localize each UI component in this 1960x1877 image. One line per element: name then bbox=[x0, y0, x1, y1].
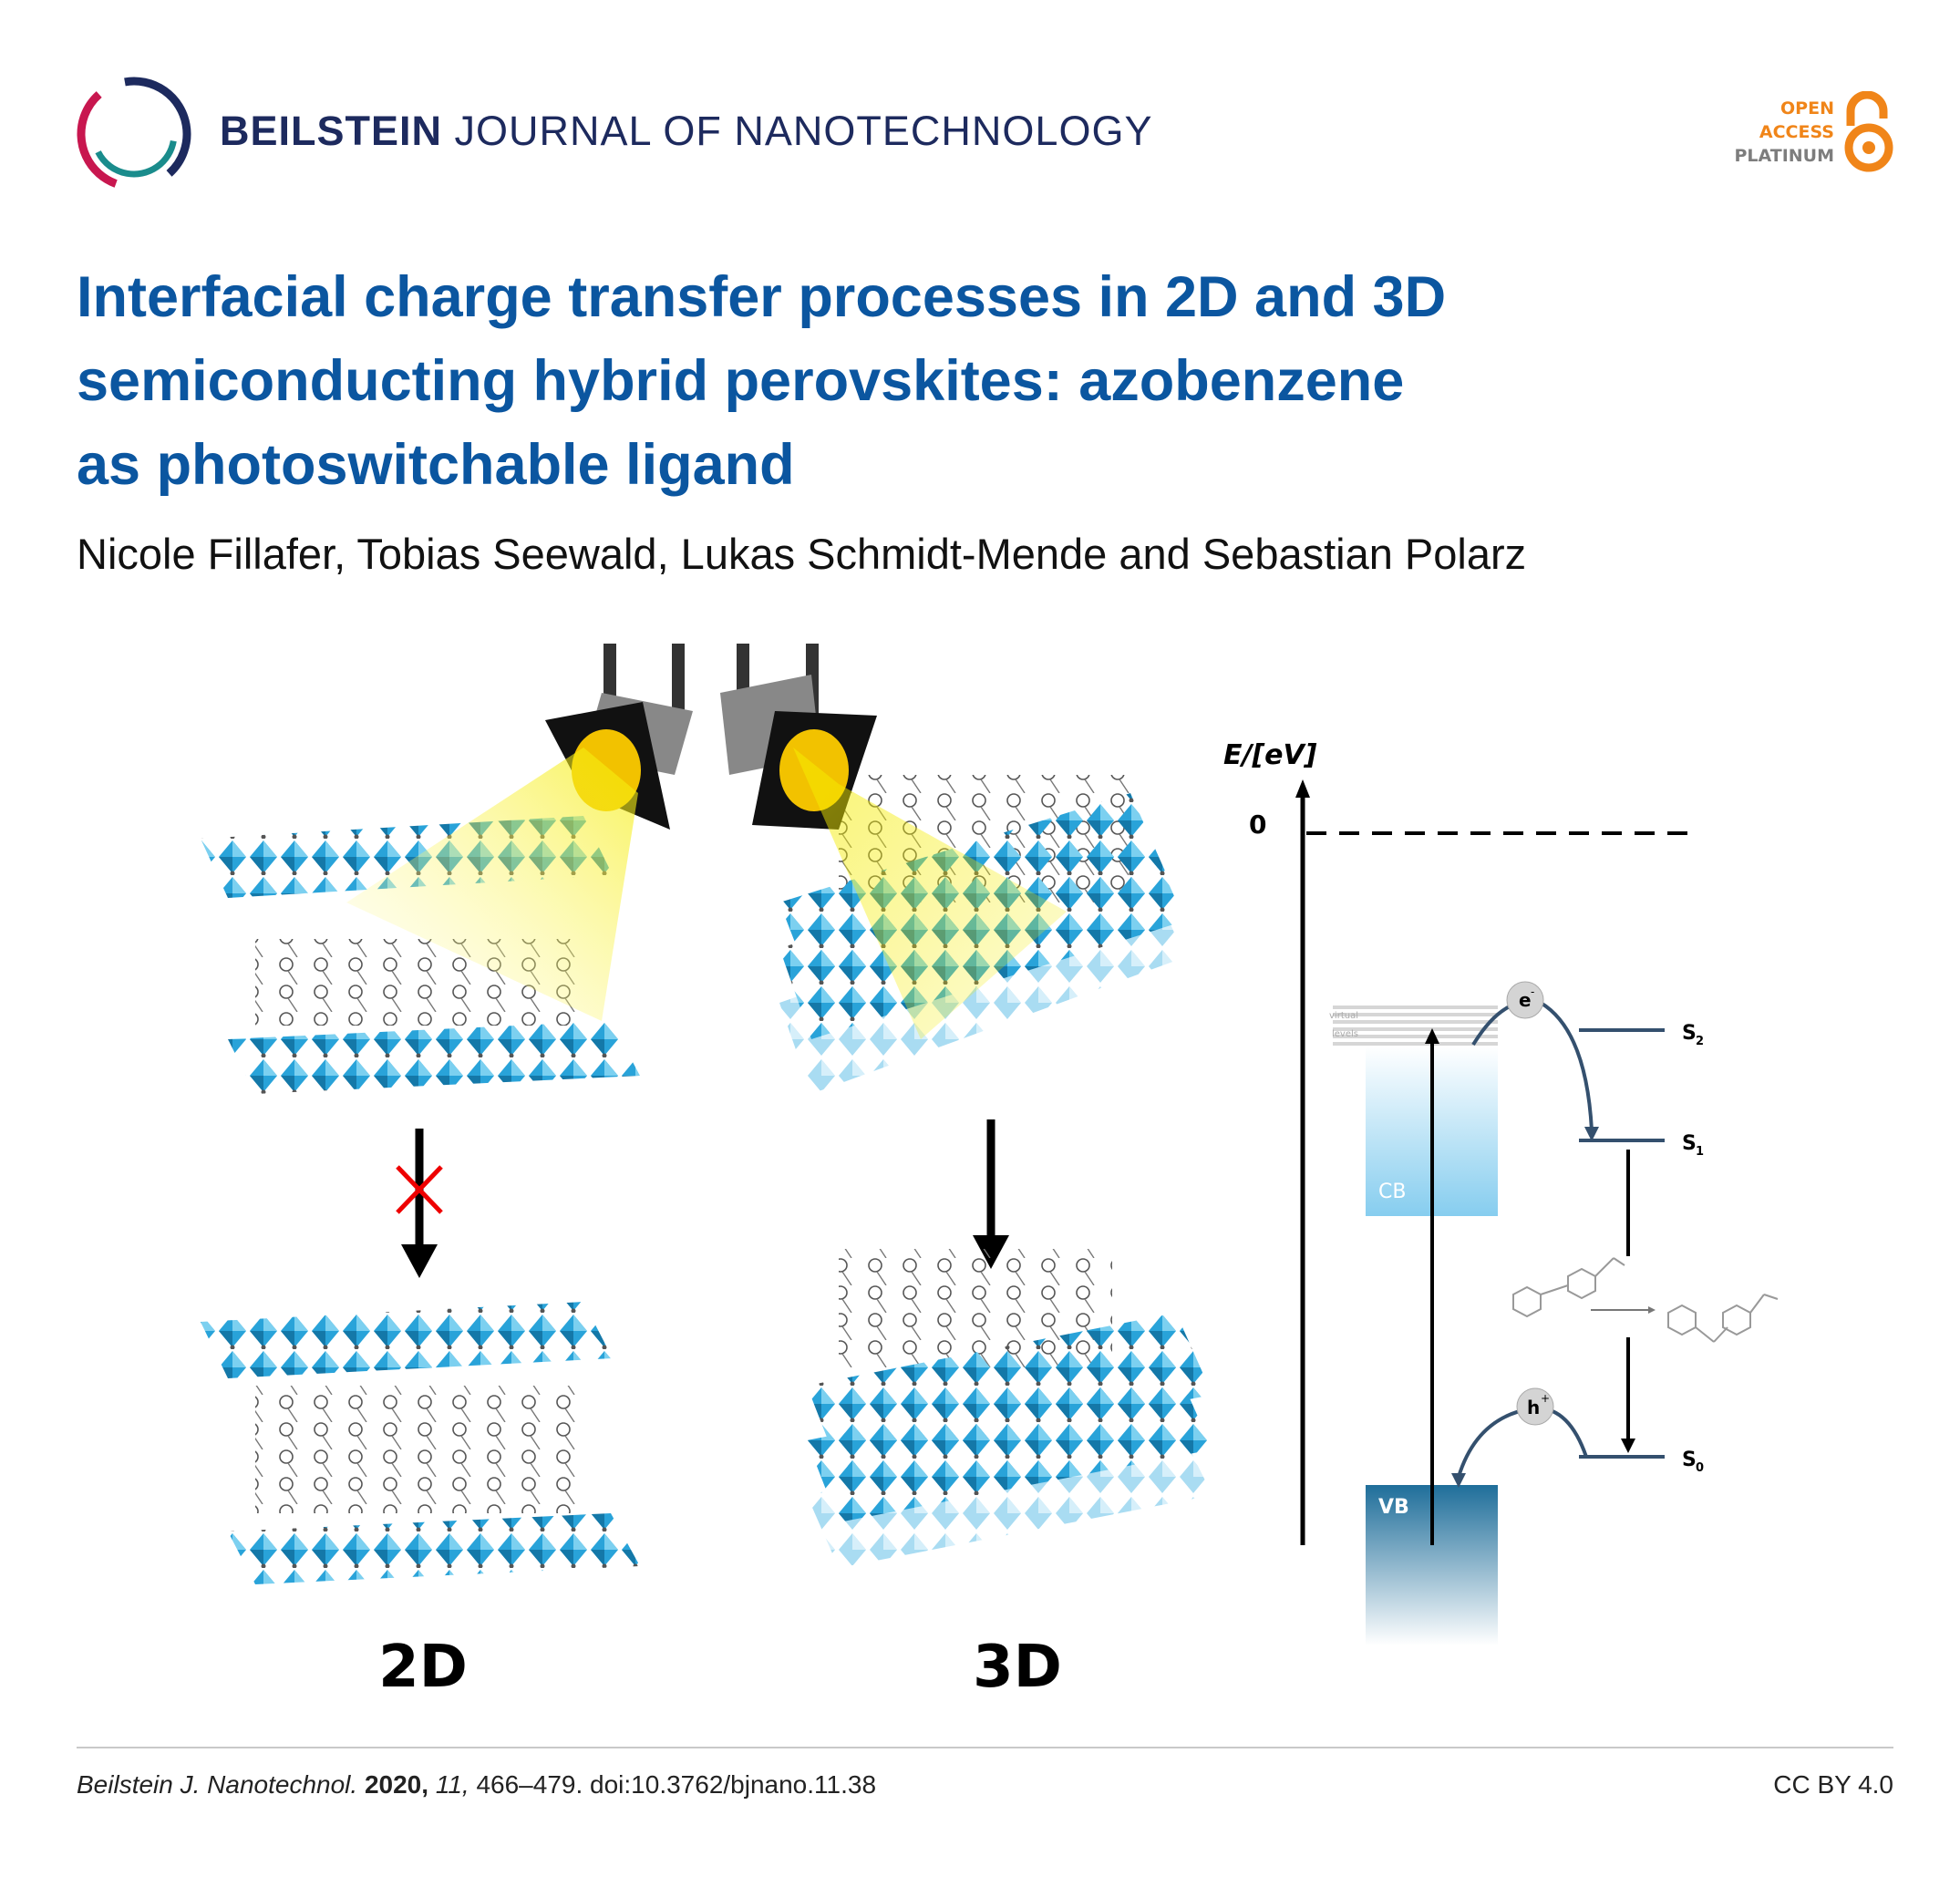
journal-name: BEILSTEIN JOURNAL OF NANOTECHNOLOGY bbox=[220, 108, 1153, 154]
badge-platinum: PLATINUM bbox=[1734, 146, 1834, 166]
svg-text:0: 0 bbox=[1696, 1461, 1704, 1475]
svg-text:virtual: virtual bbox=[1329, 1011, 1358, 1021]
red-cross-icon bbox=[396, 1165, 443, 1214]
footer-divider bbox=[77, 1747, 1893, 1748]
arrow-3d bbox=[973, 1119, 1009, 1269]
open-access-badge: OPEN ACCESS PLATINUM bbox=[1714, 97, 1834, 168]
energy-axis-label: E/[eV] bbox=[1223, 739, 1317, 771]
vb-label: VB bbox=[1378, 1496, 1409, 1519]
graphical-abstract: 2D 3D E/[eV] 0 virtual levels CB VB e- h… bbox=[201, 644, 1779, 1701]
license: CC BY 4.0 bbox=[1773, 1770, 1893, 1799]
journal-logo bbox=[77, 77, 191, 191]
label-2d: 2D bbox=[378, 1634, 468, 1701]
svg-text:S: S bbox=[1682, 1132, 1697, 1155]
label-3d: 3D bbox=[973, 1634, 1062, 1701]
perovskite-2d-after bbox=[201, 1302, 640, 1584]
svg-text:levels: levels bbox=[1332, 1029, 1358, 1039]
electron-icon bbox=[1506, 981, 1544, 1019]
svg-text:S: S bbox=[1682, 1449, 1697, 1471]
cb-label: CB bbox=[1378, 1181, 1406, 1203]
authors: Nicole Fillafer, Tobias Seewald, Lukas S… bbox=[77, 530, 1527, 578]
badge-open: OPEN bbox=[1780, 98, 1834, 119]
arrow-2d-blocked bbox=[396, 1129, 443, 1278]
badge-access: ACCESS bbox=[1759, 122, 1834, 142]
hole-icon bbox=[1516, 1387, 1554, 1426]
lamp-left-icon bbox=[346, 644, 693, 1021]
svg-text:2: 2 bbox=[1696, 1035, 1704, 1048]
svg-text:1: 1 bbox=[1696, 1145, 1704, 1159]
svg-text:e: e bbox=[1519, 989, 1532, 1011]
svg-text:-: - bbox=[1531, 985, 1534, 998]
lamp-right-icon bbox=[720, 644, 1067, 1039]
svg-text:+: + bbox=[1541, 1392, 1550, 1405]
perovskite-3d-after bbox=[807, 1249, 1212, 1568]
azobenzene-cis-icon bbox=[1667, 1294, 1779, 1343]
zero-label: 0 bbox=[1249, 810, 1266, 840]
article-title: Interfacial charge transfer processes in… bbox=[77, 265, 1447, 497]
citation: Beilstein J. Nanotechnol. 2020, 11, 466–… bbox=[77, 1770, 877, 1799]
svg-text:h: h bbox=[1527, 1397, 1540, 1418]
virtual-levels bbox=[1333, 1006, 1498, 1046]
open-lock-icon bbox=[1844, 91, 1893, 172]
azobenzene-trans-icon bbox=[1512, 1257, 1625, 1318]
svg-text:S: S bbox=[1682, 1022, 1697, 1045]
